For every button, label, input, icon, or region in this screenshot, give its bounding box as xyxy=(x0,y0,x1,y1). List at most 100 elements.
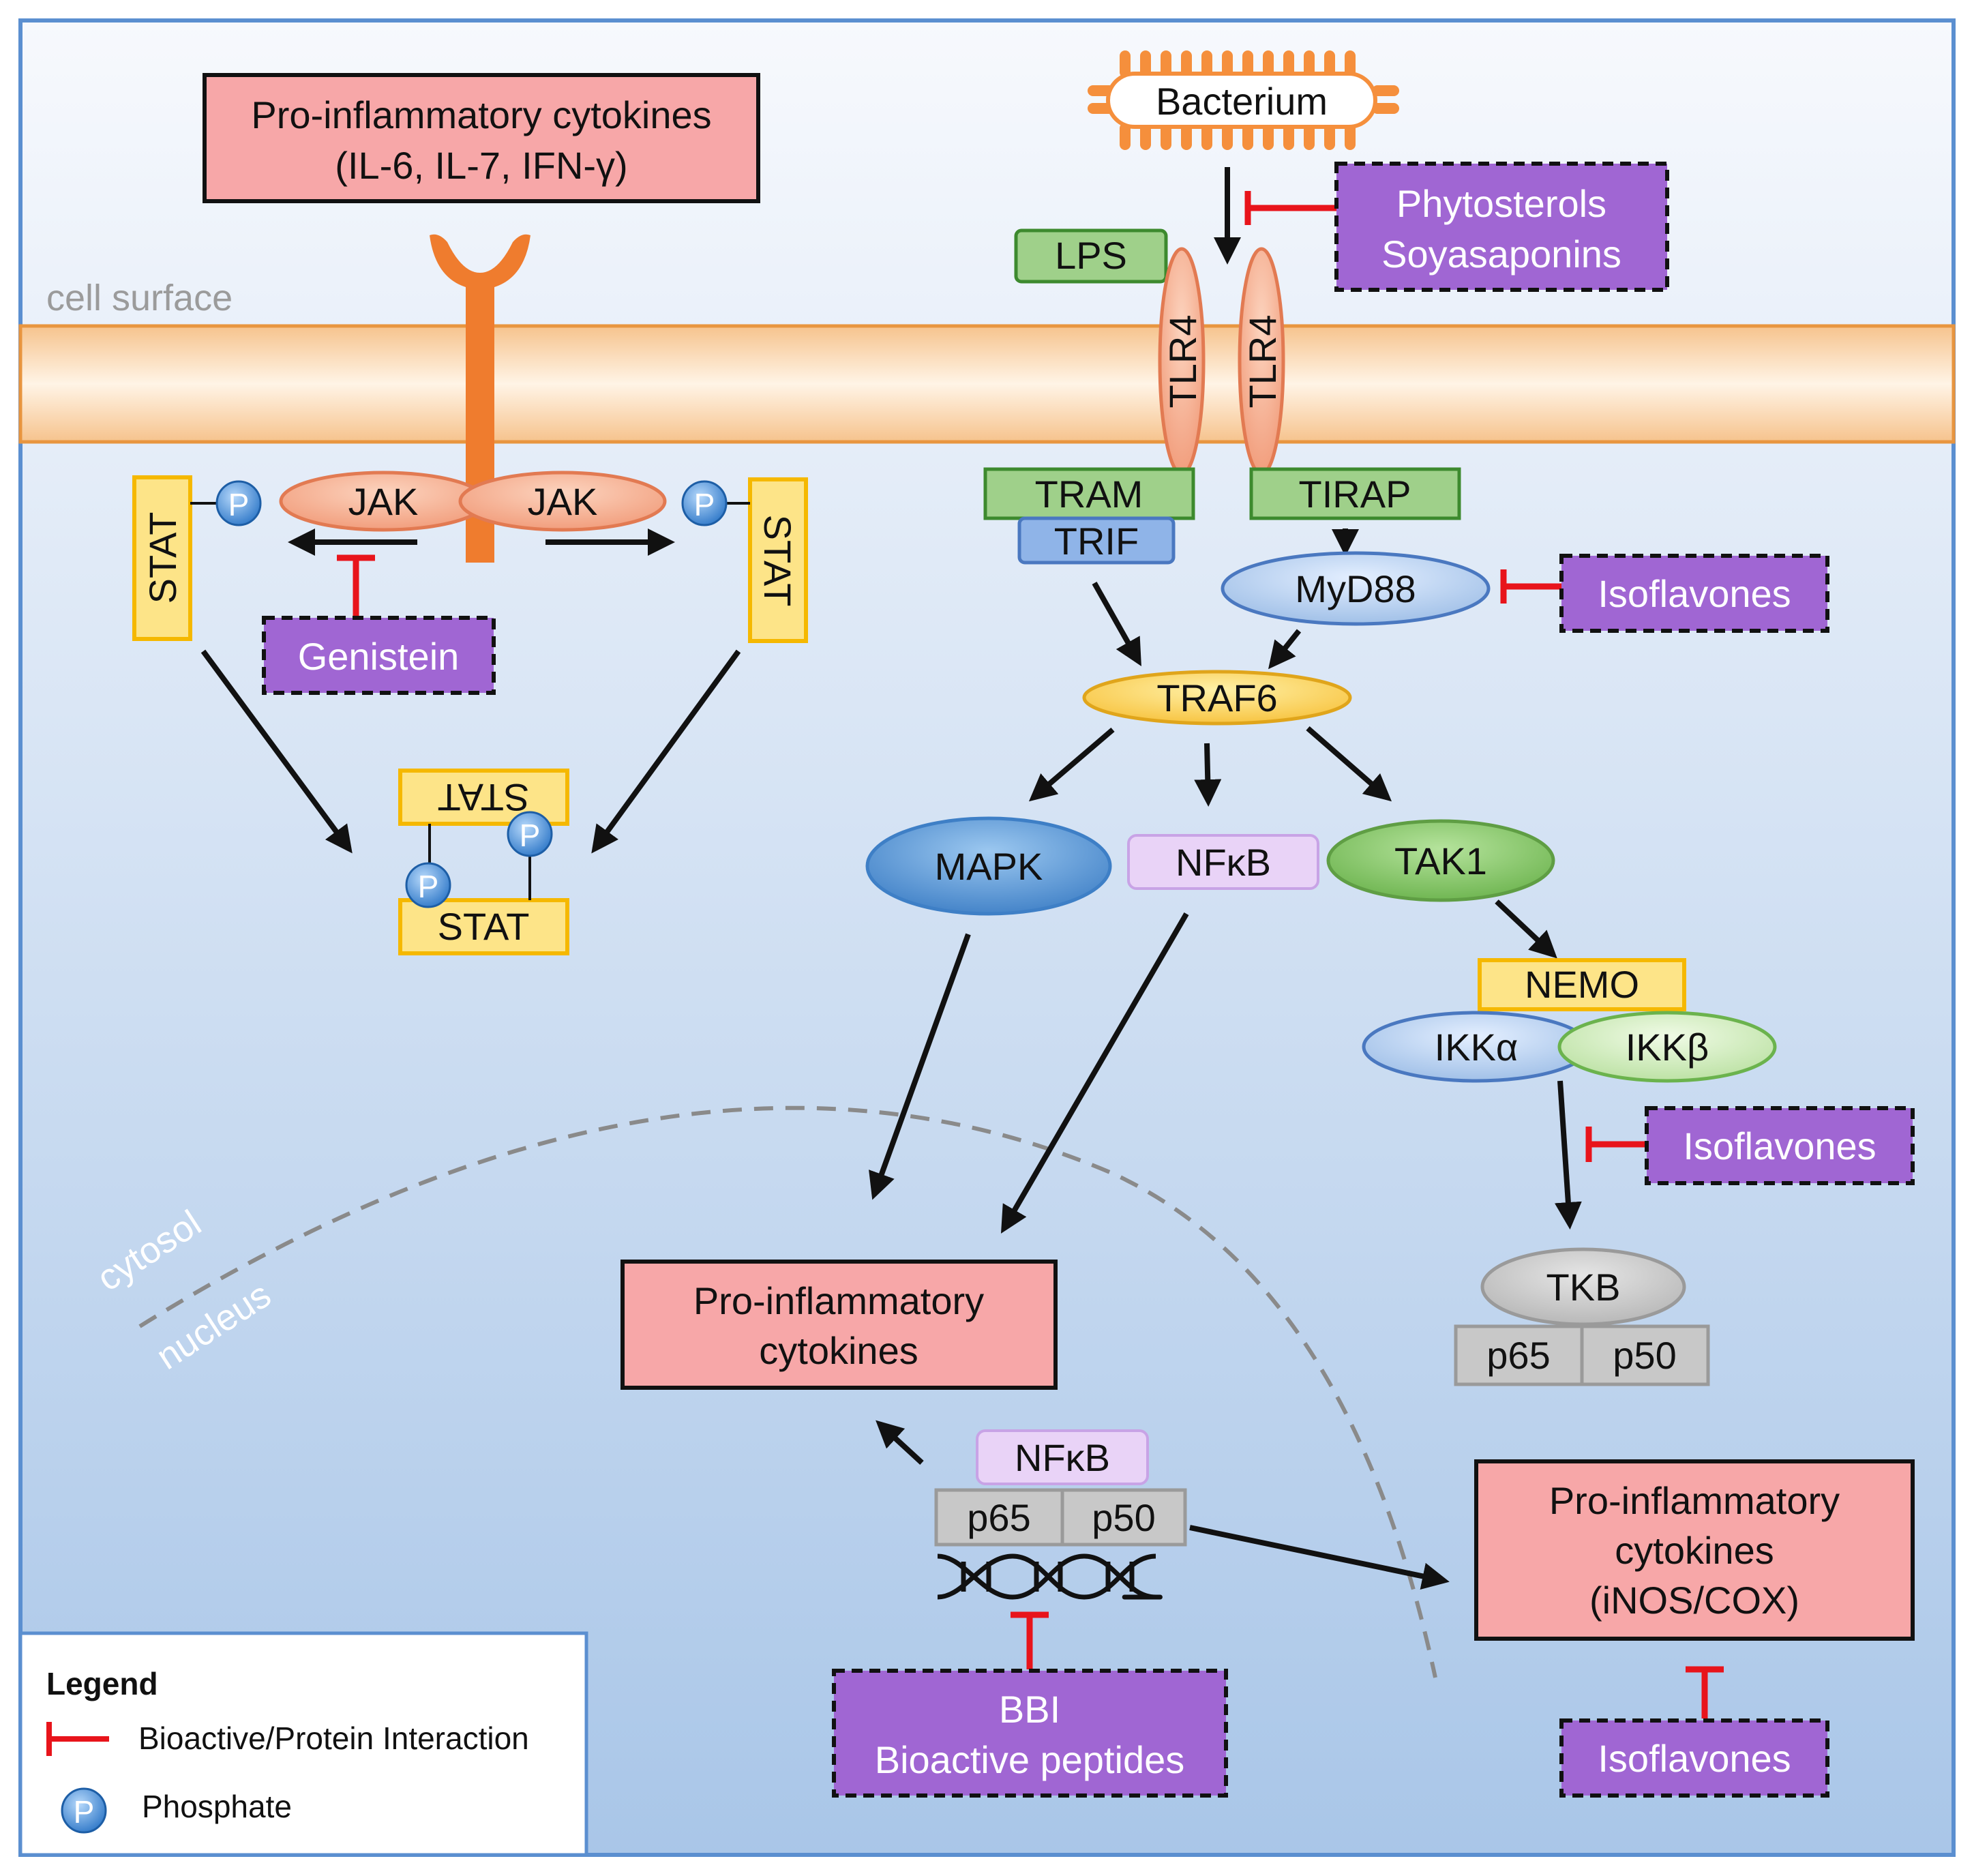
tirap-box xyxy=(1249,467,1461,520)
tak1-label: TAK1 xyxy=(1394,839,1487,882)
trif-label: TRIF xyxy=(1054,520,1139,563)
arrow-myd88-to-traf6 xyxy=(1268,629,1302,670)
myd88 xyxy=(1221,551,1491,626)
bbi-label: BBI xyxy=(999,1688,1060,1731)
bacterium-spike xyxy=(1345,50,1356,78)
stat-right-label: STAT xyxy=(756,515,799,607)
isoflavones-box-ikk xyxy=(1645,1106,1915,1185)
bacterium-spike xyxy=(1304,123,1315,150)
bacterium-spike xyxy=(1181,123,1192,150)
tlr4-right-label: TLR4 xyxy=(1241,315,1284,408)
mapk-label: MAPK xyxy=(935,845,1043,888)
genistein-box xyxy=(262,616,496,695)
bacterium-spike xyxy=(1283,123,1294,150)
arrow-ikk-to-tkb xyxy=(1554,1080,1582,1230)
ikk-alpha-label: IKKα xyxy=(1435,1026,1519,1069)
traf6 xyxy=(1082,670,1352,726)
mid-cytokine-line1: Pro-inflammatory xyxy=(693,1279,984,1322)
right-cytokine-line2: cytokines xyxy=(1615,1529,1774,1572)
tram-box xyxy=(983,467,1195,520)
nfkb-nucleus-label: NFκB xyxy=(1015,1436,1110,1479)
arrow-tak1-to-nemo xyxy=(1495,899,1557,959)
bacterium-spike xyxy=(1181,50,1192,78)
mapk xyxy=(865,816,1112,916)
nemo-box xyxy=(1478,958,1686,1011)
tirap-label: TIRAP xyxy=(1299,473,1411,516)
isoflavones-myd88-label: Isoflavones xyxy=(1598,572,1791,615)
right-cytokine-box xyxy=(1474,1459,1915,1641)
tlr4-left-label: TLR4 xyxy=(1161,315,1204,408)
traf6-label: TRAF6 xyxy=(1156,676,1277,719)
myd88-label: MyD88 xyxy=(1295,567,1416,610)
bacterium-spike xyxy=(1222,123,1233,150)
bacterium-spike xyxy=(1372,85,1399,96)
nemo-label: NEMO xyxy=(1525,963,1639,1006)
bacterium-spike xyxy=(1242,123,1253,150)
tak1 xyxy=(1326,819,1555,902)
isoflavones-inos-inhibition xyxy=(1686,1666,1724,1718)
cell-surface-label: cell surface xyxy=(46,278,233,318)
bacterium-label: Bacterium xyxy=(1156,80,1328,123)
right-cytokine-line3: (iNOS/COX) xyxy=(1589,1579,1799,1622)
nfkb-nucleus-box xyxy=(976,1429,1149,1485)
phosphate-stat-right xyxy=(681,480,728,526)
bacterium-spike xyxy=(1304,50,1315,78)
legend-title: Legend xyxy=(46,1666,158,1701)
phosphate-label: P xyxy=(520,818,541,853)
arrow-stat-left-to-dimer xyxy=(200,649,353,854)
genistein-label: Genistein xyxy=(298,635,460,678)
mid-cytokine-box xyxy=(620,1260,1058,1390)
phosphate-label: P xyxy=(74,1794,95,1830)
bacterium-spike xyxy=(1201,50,1212,78)
arrow-traf6-to-nfkb xyxy=(1194,743,1222,807)
jak-left-label: JAK xyxy=(348,480,419,523)
mid-cytokine-line2: cytokines xyxy=(759,1329,918,1372)
phosphate-label: P xyxy=(228,487,250,522)
ikk-beta-label: IKKβ xyxy=(1626,1026,1709,1069)
p65-cytosol xyxy=(1454,1324,1584,1386)
arrow-nfkb-nucleus-to-mid-cytokines xyxy=(876,1420,924,1465)
isoflavones-ikk-inhibition xyxy=(1585,1127,1647,1162)
jak-right xyxy=(458,471,667,532)
dna-icon xyxy=(937,1553,1163,1600)
tram-label: TRAM xyxy=(1035,473,1143,516)
ikk-beta xyxy=(1557,1011,1777,1083)
bioactive-peptides-label: Bioactive peptides xyxy=(875,1738,1185,1781)
cell-membrane xyxy=(18,324,1956,444)
arrow-trif-to-traf6 xyxy=(1092,582,1141,666)
right-cytokine-line1: Pro-inflammatory xyxy=(1549,1479,1840,1522)
p50-nucleus-label: p50 xyxy=(1092,1496,1155,1539)
top-cytokine-line1: Pro-inflammatory cytokines xyxy=(251,93,711,136)
phosphate-label: P xyxy=(418,869,439,904)
isoflavones-inos-label: Isoflavones xyxy=(1598,1737,1791,1780)
stat-left-label: STAT xyxy=(141,512,184,604)
stat-left xyxy=(132,475,192,641)
tkb-label: TKB xyxy=(1546,1266,1621,1309)
isoflavones-myd88-inhibition xyxy=(1500,569,1561,604)
arrow-stat-right-to-dimer xyxy=(591,649,741,854)
bacterium-spike xyxy=(1263,123,1274,150)
tkb xyxy=(1480,1247,1686,1326)
jak-right-label: JAK xyxy=(528,480,598,523)
soyasaponins-label: Soyasaponins xyxy=(1381,233,1621,276)
legend-phosphate-label: Phosphate xyxy=(142,1789,292,1824)
genistein-inhibition xyxy=(337,554,375,617)
arrow-nfkb-to-cytokines xyxy=(1000,912,1189,1234)
stat-dimer-bottom-label: STAT xyxy=(438,905,530,948)
isoflavones-ikk-label: Isoflavones xyxy=(1683,1125,1876,1167)
bacterium-spike xyxy=(1161,123,1171,150)
phosphate-dimer-bottom xyxy=(405,862,451,908)
bacterium-spike xyxy=(1120,50,1131,78)
lps-label: LPS xyxy=(1055,234,1127,277)
nfkb-box xyxy=(1127,834,1319,890)
arrow-p50-to-inos-cox xyxy=(1189,1525,1450,1590)
bacterium-spike xyxy=(1324,50,1335,78)
isoflavones-box-inos xyxy=(1559,1718,1829,1798)
arrow-mapk-to-cytokines xyxy=(869,933,971,1200)
bacterium-spike xyxy=(1263,50,1274,78)
bbi-box xyxy=(832,1669,1228,1798)
arrow-traf6-to-tak1 xyxy=(1306,726,1392,802)
nfkb-label: NFκB xyxy=(1176,841,1271,884)
bacterium-spike xyxy=(1140,50,1151,78)
